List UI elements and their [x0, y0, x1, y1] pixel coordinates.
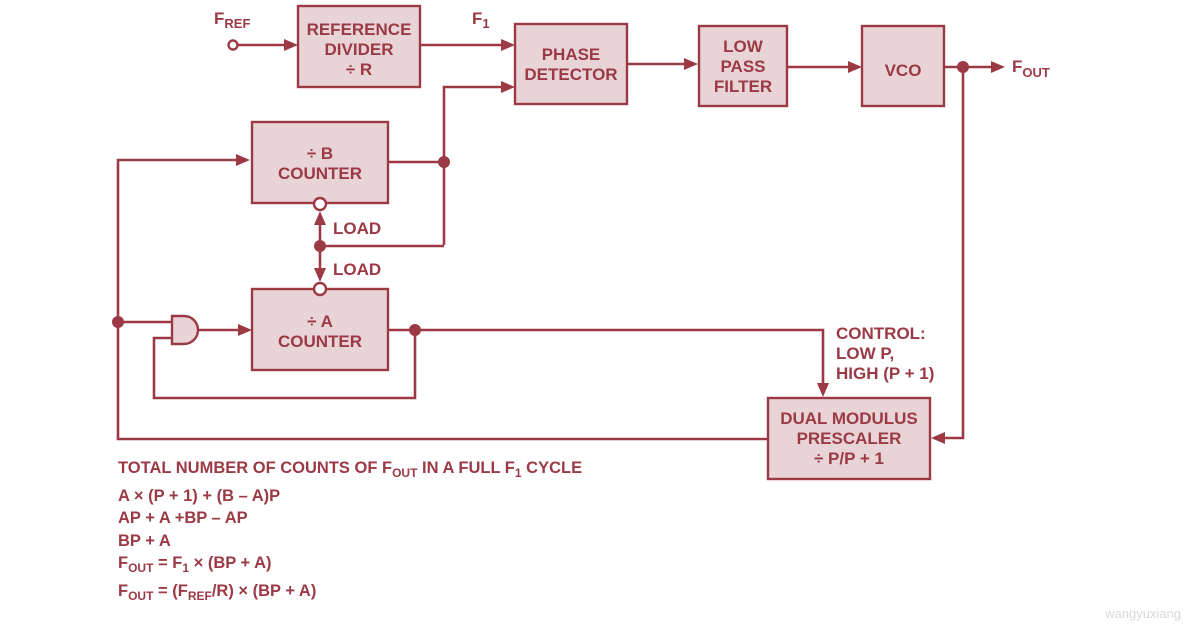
- control-label: LOW P,: [836, 344, 894, 363]
- junction-dot: [409, 324, 421, 336]
- block-label: COUNTER: [278, 164, 362, 183]
- watermark: wangyuxiang: [1105, 606, 1181, 621]
- equation-line: AP + A +BP – AP: [118, 509, 248, 528]
- wire-prescaler-out: [116, 158, 768, 441]
- junction-dot: [438, 156, 450, 168]
- block-label: COUNTER: [278, 332, 362, 351]
- wire-b-to-phase-detector: [442, 85, 503, 245]
- phase-detector-block: PHASE DETECTOR: [513, 22, 629, 106]
- block-label: PRESCALER: [797, 429, 902, 448]
- arrowhead: [931, 432, 945, 444]
- arrowhead: [238, 324, 252, 336]
- block-label: REFERENCE: [307, 20, 412, 39]
- equation-line: TOTAL NUMBER OF COUNTS OF FOUT IN A FULL…: [118, 459, 583, 480]
- equation-line: A × (P + 1) + (B – A)P: [118, 486, 281, 505]
- input-terminal: [227, 39, 239, 51]
- a-counter-block: ÷ A COUNTER: [250, 287, 390, 372]
- wire-fout-feedback: [943, 67, 965, 440]
- load-input-b: [312, 196, 328, 212]
- connections: [116, 39, 1005, 444]
- block-label: DETECTOR: [524, 65, 617, 84]
- f1-label: F1: [472, 9, 490, 31]
- equations-block: TOTAL NUMBER OF COUNTS OF FOUT IN A FULL…: [118, 457, 582, 608]
- junctions: [112, 39, 969, 336]
- block-label: ÷ A: [307, 312, 333, 331]
- wire-control: [388, 328, 825, 384]
- block-label: PASS: [720, 57, 765, 76]
- arrowhead: [314, 268, 326, 282]
- arrowhead: [817, 383, 829, 397]
- equation-line: BP + A: [118, 531, 171, 550]
- junction-dot: [314, 240, 326, 252]
- vco-block: VCO: [860, 24, 946, 108]
- block-label: DIVIDER: [325, 40, 394, 59]
- equation-line: FOUT = (FREF/R) × (BP + A): [118, 581, 317, 603]
- prescaler-block: DUAL MODULUS PRESCALER ÷ P/P + 1: [766, 396, 932, 481]
- fref-label: FREF: [214, 9, 250, 31]
- arrowhead: [848, 61, 862, 73]
- arrowhead: [501, 39, 515, 51]
- control-label: HIGH (P + 1): [836, 364, 934, 383]
- load-input-a: [312, 281, 328, 297]
- load-a-label: LOAD: [333, 260, 381, 279]
- control-label: CONTROL:: [836, 324, 926, 343]
- low-pass-filter-block: LOW PASS FILTER: [697, 24, 789, 108]
- arrowhead: [284, 39, 298, 51]
- load-b-label: LOAD: [333, 219, 381, 238]
- block-label: DUAL MODULUS: [780, 409, 918, 428]
- and-gate-symbol: [170, 314, 200, 346]
- block-label: FILTER: [714, 77, 772, 96]
- block-label: ÷ R: [346, 60, 372, 79]
- wire-a-counter-feedback: [152, 330, 417, 400]
- arrowhead: [236, 154, 250, 166]
- junction-dot: [957, 61, 969, 73]
- block-label: PHASE: [542, 45, 601, 64]
- reference-divider-block: REFERENCE DIVIDER ÷ R: [296, 4, 422, 89]
- arrowhead: [314, 211, 326, 225]
- junction-dot: [112, 316, 124, 328]
- block-label: ÷ P/P + 1: [814, 449, 884, 468]
- b-counter-block: ÷ B COUNTER: [250, 120, 390, 205]
- equation-line: FOUT = F1 × (BP + A): [118, 554, 272, 576]
- arrowhead: [684, 58, 698, 70]
- block-label: ÷ B: [307, 144, 333, 163]
- arrowhead: [991, 61, 1005, 73]
- block-label: LOW: [723, 37, 764, 56]
- arrowhead: [501, 81, 515, 93]
- block-label: VCO: [885, 61, 922, 80]
- fout-label: FOUT: [1012, 57, 1050, 80]
